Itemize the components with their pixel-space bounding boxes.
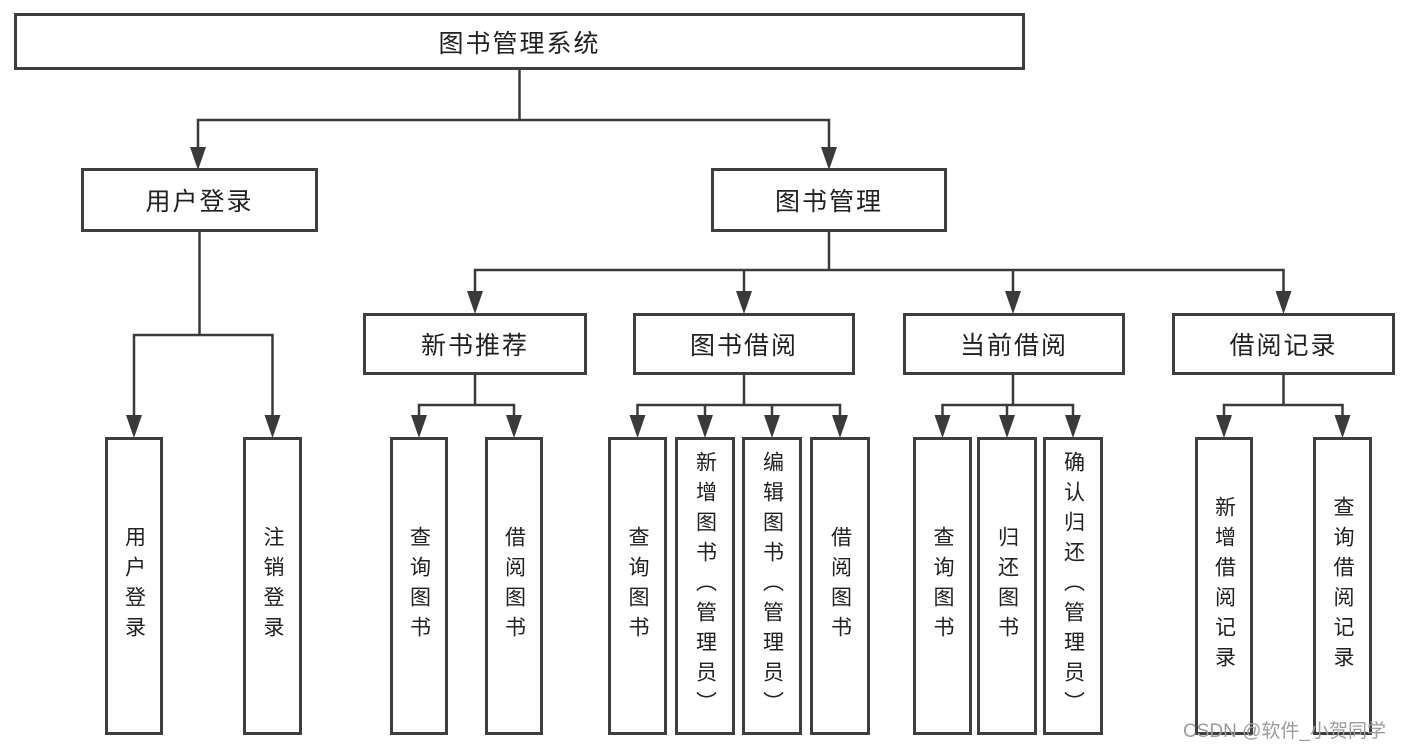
leaf-add-books-admin: 新增图书（管理员） [675, 437, 735, 735]
connector-book-management-to-sections [467, 230, 1292, 314]
node-current-borrowing: 当前借阅 [903, 313, 1125, 375]
connector-current-borrowing-to-leaves [934, 373, 1081, 438]
leaf-add-borrow-record: 新增借阅记录 [1195, 437, 1253, 735]
leaf-return-books: 归还图书 [977, 437, 1037, 735]
leaf-borrow-books: 借阅图书 [810, 437, 870, 735]
connector-new-books-to-leaves [411, 373, 522, 438]
leaf-query-books-recommend: 查询图书 [390, 437, 448, 735]
connector-user-login-to-leaves [126, 230, 281, 438]
leaf-query-books-borrowing: 查询图书 [608, 437, 667, 735]
leaf-query-books-current: 查询图书 [913, 437, 972, 735]
leaf-borrow-books-recommend: 借阅图书 [485, 437, 543, 735]
node-new-book-recommendation: 新书推荐 [363, 313, 587, 375]
leaf-logout: 注销登录 [243, 437, 302, 735]
connector-root-to-branches [190, 68, 837, 170]
node-book-borrowing: 图书借阅 [633, 313, 855, 375]
leaf-edit-books-admin: 编辑图书（管理员） [742, 437, 802, 735]
leaf-query-borrow-record: 查询借阅记录 [1313, 437, 1372, 735]
node-book-management: 图书管理 [711, 168, 947, 232]
watermark: CSDN @软件_小贺同学 [1183, 721, 1386, 742]
leaf-user-login: 用户登录 [105, 437, 163, 735]
connector-borrowing-records-to-leaves [1216, 373, 1351, 438]
leaf-confirm-return-admin: 确认归还（管理员） [1043, 437, 1103, 735]
node-user-login: 用户登录 [81, 168, 318, 232]
node-borrowing-records: 借阅记录 [1172, 313, 1395, 375]
node-library-management-system: 图书管理系统 [14, 13, 1025, 70]
connector-book-borrowing-to-leaves [629, 373, 848, 438]
